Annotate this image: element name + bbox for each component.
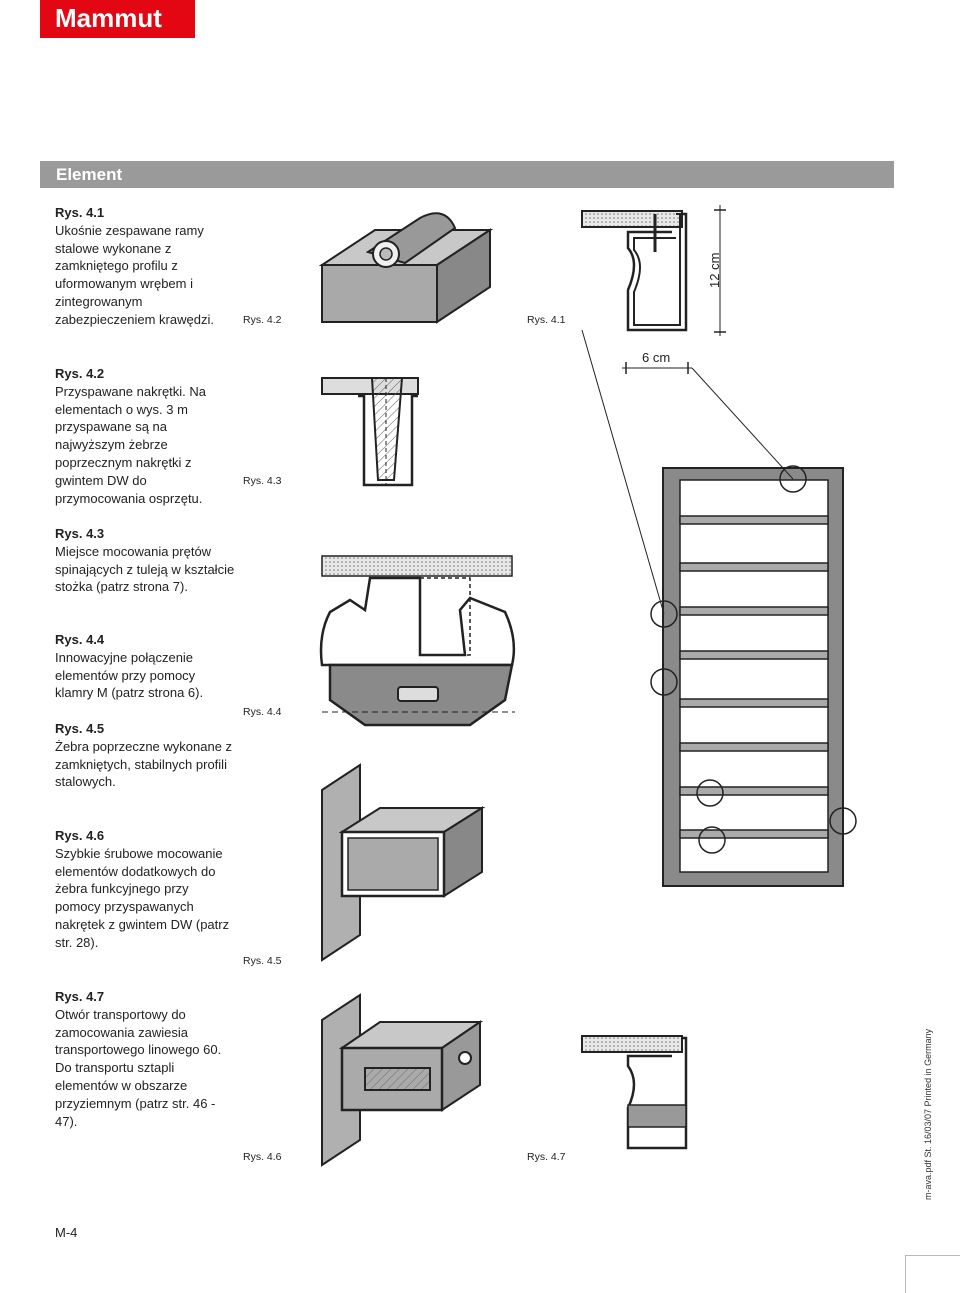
description-4-4: Rys. 4.4 Innowacyjne połączenie elementó… xyxy=(55,631,235,702)
figure-label-4-3: Rys. 4.3 xyxy=(243,475,282,487)
description-heading: Rys. 4.3 xyxy=(55,526,105,541)
description-text: Otwór transportowy do zamocowania zawies… xyxy=(55,1006,222,1129)
figure-label-4-6: Rys. 4.6 xyxy=(243,1151,282,1163)
description-4-1: Rys. 4.1 Ukośnie zespawane ramy stalowe … xyxy=(55,204,235,329)
page-number: M-4 xyxy=(55,1225,78,1240)
description-heading: Rys. 4.6 xyxy=(55,828,105,843)
description-text: Przyspawane nakrętki. Na elementach o wy… xyxy=(55,383,207,506)
description-text: Innowacyjne połączenie elementów przy po… xyxy=(55,649,204,701)
description-heading: Rys. 4.1 xyxy=(55,205,105,220)
description-4-7: Rys. 4.7 Otwór transportowy do zamocowan… xyxy=(55,988,235,1130)
figure-4-3-drawing xyxy=(321,377,419,487)
description-4-6: Rys. 4.6 Szybkie śrubowe mocowanie eleme… xyxy=(55,827,235,952)
figure-label-4-7: Rys. 4.7 xyxy=(527,1151,566,1163)
figure-label-4-4: Rys. 4.4 xyxy=(243,706,282,718)
description-text: Miejsce mocowania prętów spinających z t… xyxy=(55,543,235,595)
description-4-2: Rys. 4.2 Przyspawane nakrętki. Na elemen… xyxy=(55,365,235,507)
description-heading: Rys. 4.4 xyxy=(55,632,105,647)
description-4-3: Rys. 4.3 Miejsce mocowania prętów spinaj… xyxy=(55,525,235,596)
figure-4-7-drawing xyxy=(581,1035,688,1150)
figure-4-4-drawing xyxy=(319,555,516,727)
dimension-width-label: 6 cm xyxy=(642,350,670,365)
print-note: m-ava.pdf St. 16/03/07 Printed in German… xyxy=(923,1028,933,1200)
description-text: Ukośnie zespawane ramy stalowe wykonane … xyxy=(55,222,214,327)
description-text: Żebra poprzeczne wykonane z zamkniętych,… xyxy=(55,738,233,790)
description-heading: Rys. 4.7 xyxy=(55,989,105,1004)
brand-logo: Mammut xyxy=(40,0,195,38)
description-text: Szybkie śrubowe mocowanie elementów doda… xyxy=(55,845,230,950)
figure-4-6-drawing xyxy=(321,993,484,1167)
figure-4-2-drawing xyxy=(318,212,494,324)
figure-label-4-1: Rys. 4.1 xyxy=(527,314,566,326)
figure-label-4-2: Rys. 4.2 xyxy=(243,314,282,326)
element-frame-drawing xyxy=(581,329,857,887)
figure-label-4-5: Rys. 4.5 xyxy=(243,955,282,967)
corner-mark xyxy=(905,1255,960,1293)
description-heading: Rys. 4.2 xyxy=(55,366,105,381)
dimension-height-label: 12 cm xyxy=(707,253,722,288)
section-title: Element xyxy=(40,161,894,188)
figure-4-1-drawing xyxy=(581,205,726,374)
figure-4-5-drawing xyxy=(321,763,486,962)
description-heading: Rys. 4.5 xyxy=(55,721,105,736)
description-4-5: Rys. 4.5 Żebra poprzeczne wykonane z zam… xyxy=(55,720,235,791)
